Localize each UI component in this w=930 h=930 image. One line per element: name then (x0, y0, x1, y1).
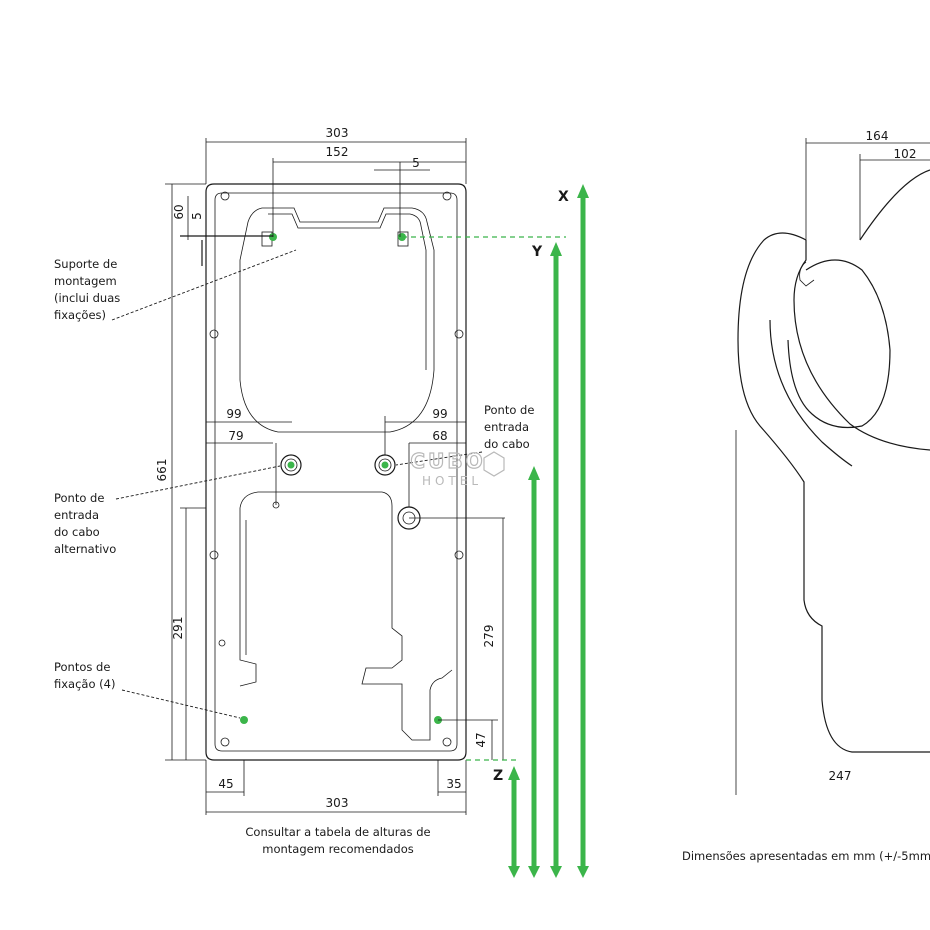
axis-x-label: X (558, 189, 569, 205)
dim-99-left: 99 (226, 407, 241, 421)
dimension-lines (165, 138, 504, 815)
mounting-bracket-outline (239, 207, 435, 433)
cable-entry-marker-right (381, 461, 389, 469)
dim-5-left: 5 (190, 212, 204, 220)
svg-text:do cabo: do cabo (484, 437, 530, 451)
height-arrows: X Y Z (402, 184, 589, 878)
dim-45: 45 (218, 777, 233, 791)
dim-47: 47 (474, 732, 488, 747)
svg-text:(inclui duas: (inclui duas (54, 291, 120, 305)
svg-text:Ponto de: Ponto de (54, 491, 104, 505)
dim-279: 279 (482, 625, 496, 648)
svg-text:fixação (4): fixação (4) (54, 677, 115, 691)
dim-291: 291 (171, 617, 185, 640)
cable-entry-marker-left (287, 461, 295, 469)
back-plate (205, 183, 467, 761)
dimension-numbers: 303 152 5 60 5 661 99 79 99 68 291 279 4… (155, 126, 496, 810)
watermark-line2: HOTEL (422, 474, 482, 488)
svg-text:Consultar a tabela de alturas: Consultar a tabela de alturas de (245, 825, 430, 839)
dim-247: 247 (829, 769, 852, 783)
fixing-point-bottom-left (240, 716, 248, 724)
svg-text:fixações): fixações) (54, 308, 106, 322)
dim-164: 164 (866, 129, 889, 143)
lower-cutout-outline (239, 491, 453, 741)
dim-152: 152 (326, 145, 349, 159)
svg-text:alternativo: alternativo (54, 542, 116, 556)
svg-text:entrada: entrada (54, 508, 99, 522)
svg-text:Pontos de: Pontos de (54, 660, 110, 674)
side-view: 164 102 247 Dimensões apresentadas em mm… (682, 129, 930, 863)
svg-text:Suporte de: Suporte de (54, 257, 117, 271)
callout-fixing-points: Pontos de fixação (4) (54, 660, 241, 719)
svg-text:montagem recomendados: montagem recomendados (262, 842, 413, 856)
dimensions-note: Dimensões apresentadas em mm (+/-5mm) (682, 849, 930, 863)
watermark-cube-icon (483, 451, 505, 477)
callout-alt-cable-entry: Ponto de entrada do cabo alternativo (54, 465, 281, 556)
svg-text:entrada: entrada (484, 420, 529, 434)
dim-68: 68 (432, 429, 447, 443)
svg-text:montagem: montagem (54, 274, 117, 288)
axis-y-label: Y (531, 244, 543, 260)
dim-99-right: 99 (432, 407, 447, 421)
dim-60: 60 (172, 204, 186, 219)
dim-35: 35 (446, 777, 461, 791)
dim-661: 661 (155, 459, 169, 482)
dim-102: 102 (894, 147, 917, 161)
svg-text:Ponto de: Ponto de (484, 403, 534, 417)
dim-303-bottom: 303 (326, 796, 349, 810)
fixing-points (240, 233, 442, 724)
heights-note: Consultar a tabela de alturas de montage… (245, 825, 430, 856)
svg-text:do cabo: do cabo (54, 525, 100, 539)
axis-z-label: Z (493, 768, 503, 784)
callout-cable-entry: Ponto de entrada do cabo (395, 403, 534, 466)
watermark-logo: CUBO HOTEL (410, 448, 505, 488)
watermark-line1: CUBO (410, 449, 485, 473)
callout-mounting-bracket: Suporte de montagem (inclui duas fixaçõe… (54, 249, 297, 322)
dim-79: 79 (228, 429, 243, 443)
dim-303-top: 303 (326, 126, 349, 140)
dim-5-top: 5 (412, 156, 420, 170)
